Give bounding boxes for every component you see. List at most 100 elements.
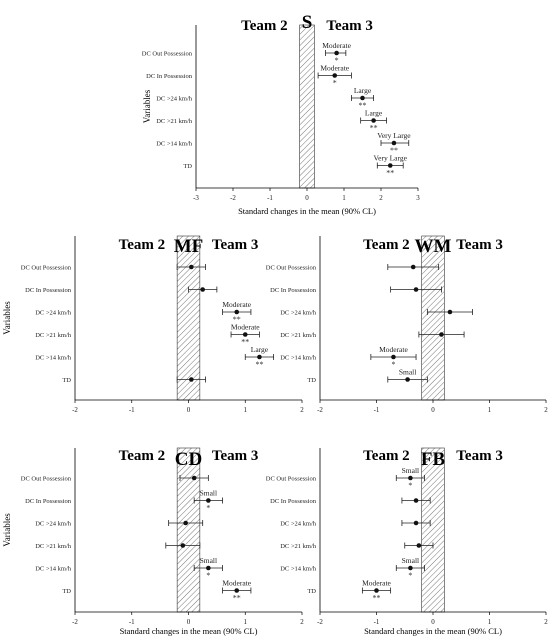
row-label: DC >24 km/h — [156, 96, 193, 103]
row-label: DC In Possession — [270, 498, 317, 505]
x-tick-label: 0 — [187, 618, 191, 626]
row-label: TD — [307, 377, 316, 384]
panel-label: FB — [421, 449, 446, 470]
mean-point — [447, 309, 453, 315]
x-tick-label: 3 — [416, 194, 420, 202]
effect-label: Small — [200, 556, 218, 565]
effect-label: Small — [402, 466, 420, 475]
significance-mark: * — [408, 481, 412, 490]
row-label: DC >24 km/h — [35, 521, 72, 528]
trivial-band — [176, 235, 201, 401]
right-team-label: Team 3 — [456, 237, 503, 253]
significance-mark: * — [333, 79, 337, 88]
row-label: DC In Possession — [25, 498, 72, 505]
trivial-band — [421, 235, 445, 401]
mean-point — [413, 520, 419, 526]
significance-mark: ** — [390, 146, 398, 155]
x-tick-label: 1 — [244, 406, 248, 414]
x-tick-label: 1 — [488, 406, 492, 414]
x-tick-label: 0 — [187, 406, 191, 414]
x-tick-label: 1 — [244, 618, 248, 626]
effect-label: Small — [399, 368, 417, 377]
effect-label: Moderate — [379, 345, 408, 354]
mean-point — [360, 95, 365, 101]
significance-mark: ** — [386, 169, 394, 178]
row-label: TD — [62, 588, 71, 595]
x-tick-label: 0 — [431, 618, 435, 626]
effect-label: Very Large — [374, 154, 408, 163]
row-label: DC >21 km/h — [35, 332, 72, 339]
significance-mark: * — [335, 56, 339, 65]
mean-point — [242, 332, 248, 337]
row-label: DC >24 km/h — [280, 521, 317, 528]
row-label: DC >14 km/h — [280, 355, 317, 362]
x-tick-label: -2 — [72, 618, 78, 626]
mean-point — [371, 118, 376, 123]
left-team-label: Team 2 — [119, 448, 166, 464]
x-tick-label: 0 — [305, 194, 309, 202]
significance-mark: ** — [359, 101, 367, 110]
effect-label: Moderate — [322, 41, 351, 50]
row-label: DC Out Possession — [266, 476, 317, 483]
row-label: DC Out Possession — [21, 265, 72, 272]
effect-label: Moderate — [320, 64, 349, 73]
y-axis-title: Variables — [2, 301, 12, 335]
mean-point — [234, 309, 240, 315]
x-tick-label: -2 — [72, 406, 78, 414]
trivial-band — [299, 24, 315, 189]
left-team-label: Team 2 — [363, 448, 410, 464]
row-label: DC Out Possession — [266, 265, 317, 272]
x-tick-label: -3 — [193, 194, 199, 202]
x-axis-title: Standard changes in the mean (90% CL) — [238, 206, 376, 216]
row-label: DC >21 km/h — [35, 543, 72, 550]
right-team-label: Team 3 — [212, 237, 259, 253]
y-axis-title: Variables — [142, 89, 152, 123]
mean-point — [413, 287, 419, 292]
row-label: DC >14 km/h — [35, 566, 72, 573]
panel-label: S — [302, 12, 313, 33]
left-team-label: Team 2 — [363, 237, 410, 253]
panel-label: WM — [415, 236, 452, 257]
effect-label: Moderate — [362, 579, 391, 588]
significance-mark: ** — [233, 315, 241, 324]
mean-point — [200, 287, 205, 292]
panel-label: CD — [175, 449, 202, 470]
x-tick-label: -2 — [230, 194, 236, 202]
effect-label: Moderate — [222, 579, 251, 588]
x-tick-label: 2 — [379, 194, 383, 202]
row-label: DC >21 km/h — [280, 332, 317, 339]
panel-label: MF — [174, 236, 204, 257]
right-team-label: Team 3 — [456, 448, 503, 464]
mean-point — [257, 354, 262, 360]
mean-point — [405, 377, 410, 382]
mean-point — [334, 50, 339, 56]
row-label: DC In Possession — [146, 73, 193, 80]
x-tick-label: -1 — [129, 406, 135, 414]
effect-label: Moderate — [222, 300, 251, 309]
mean-point — [191, 475, 197, 481]
row-label: DC >14 km/h — [35, 355, 72, 362]
left-team-label: Team 2 — [119, 237, 166, 253]
x-tick-label: -1 — [267, 194, 273, 202]
effect-label: Large — [251, 345, 269, 354]
significance-mark: * — [206, 571, 210, 580]
row-label: DC Out Possession — [21, 476, 72, 483]
significance-mark: ** — [241, 338, 249, 347]
x-tick-label: -1 — [374, 406, 380, 414]
significance-mark: ** — [373, 594, 381, 603]
right-team-label: Team 3 — [326, 18, 373, 34]
mean-point — [408, 475, 413, 481]
row-label: DC >14 km/h — [156, 141, 193, 148]
effect-label: Large — [365, 109, 383, 118]
mean-point — [410, 264, 416, 270]
x-axis-title: Standard changes in the mean (90% CL) — [120, 626, 258, 636]
x-tick-label: 2 — [300, 618, 304, 626]
x-tick-label: 2 — [544, 406, 548, 414]
significance-mark: * — [391, 360, 395, 369]
x-tick-label: -2 — [317, 406, 323, 414]
trivial-band — [176, 447, 201, 613]
y-axis-title: Variables — [2, 513, 12, 547]
